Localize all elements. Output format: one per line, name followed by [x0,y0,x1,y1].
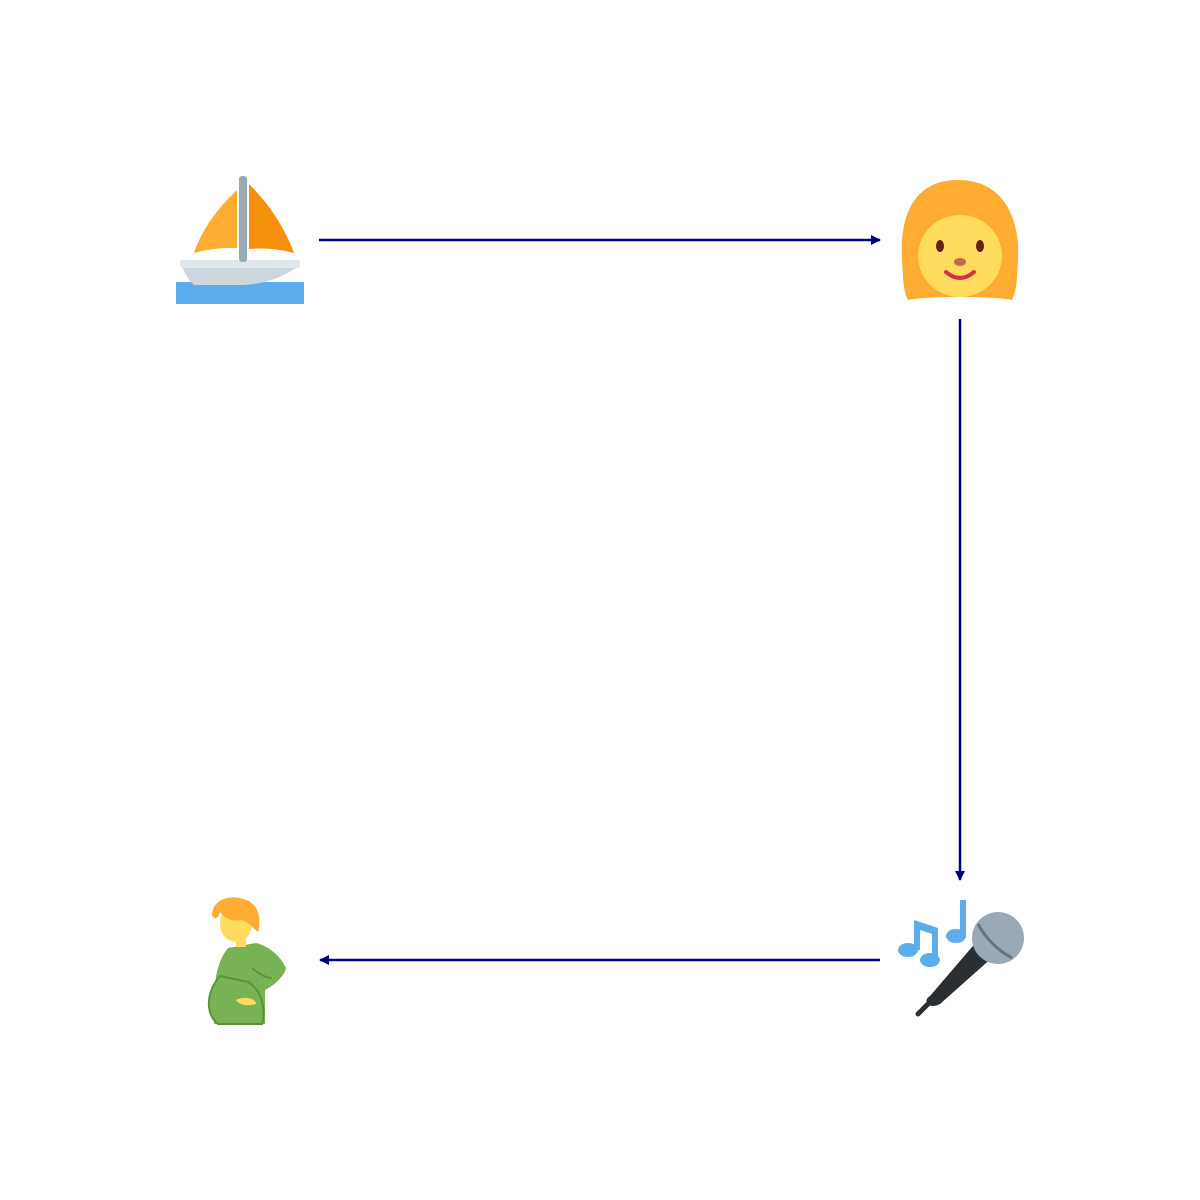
pregnant-man-icon [207,897,286,1025]
microphone-music-notes-icon [898,900,1024,1017]
woman-icon [901,180,1019,300]
sailboat-icon [176,176,304,304]
